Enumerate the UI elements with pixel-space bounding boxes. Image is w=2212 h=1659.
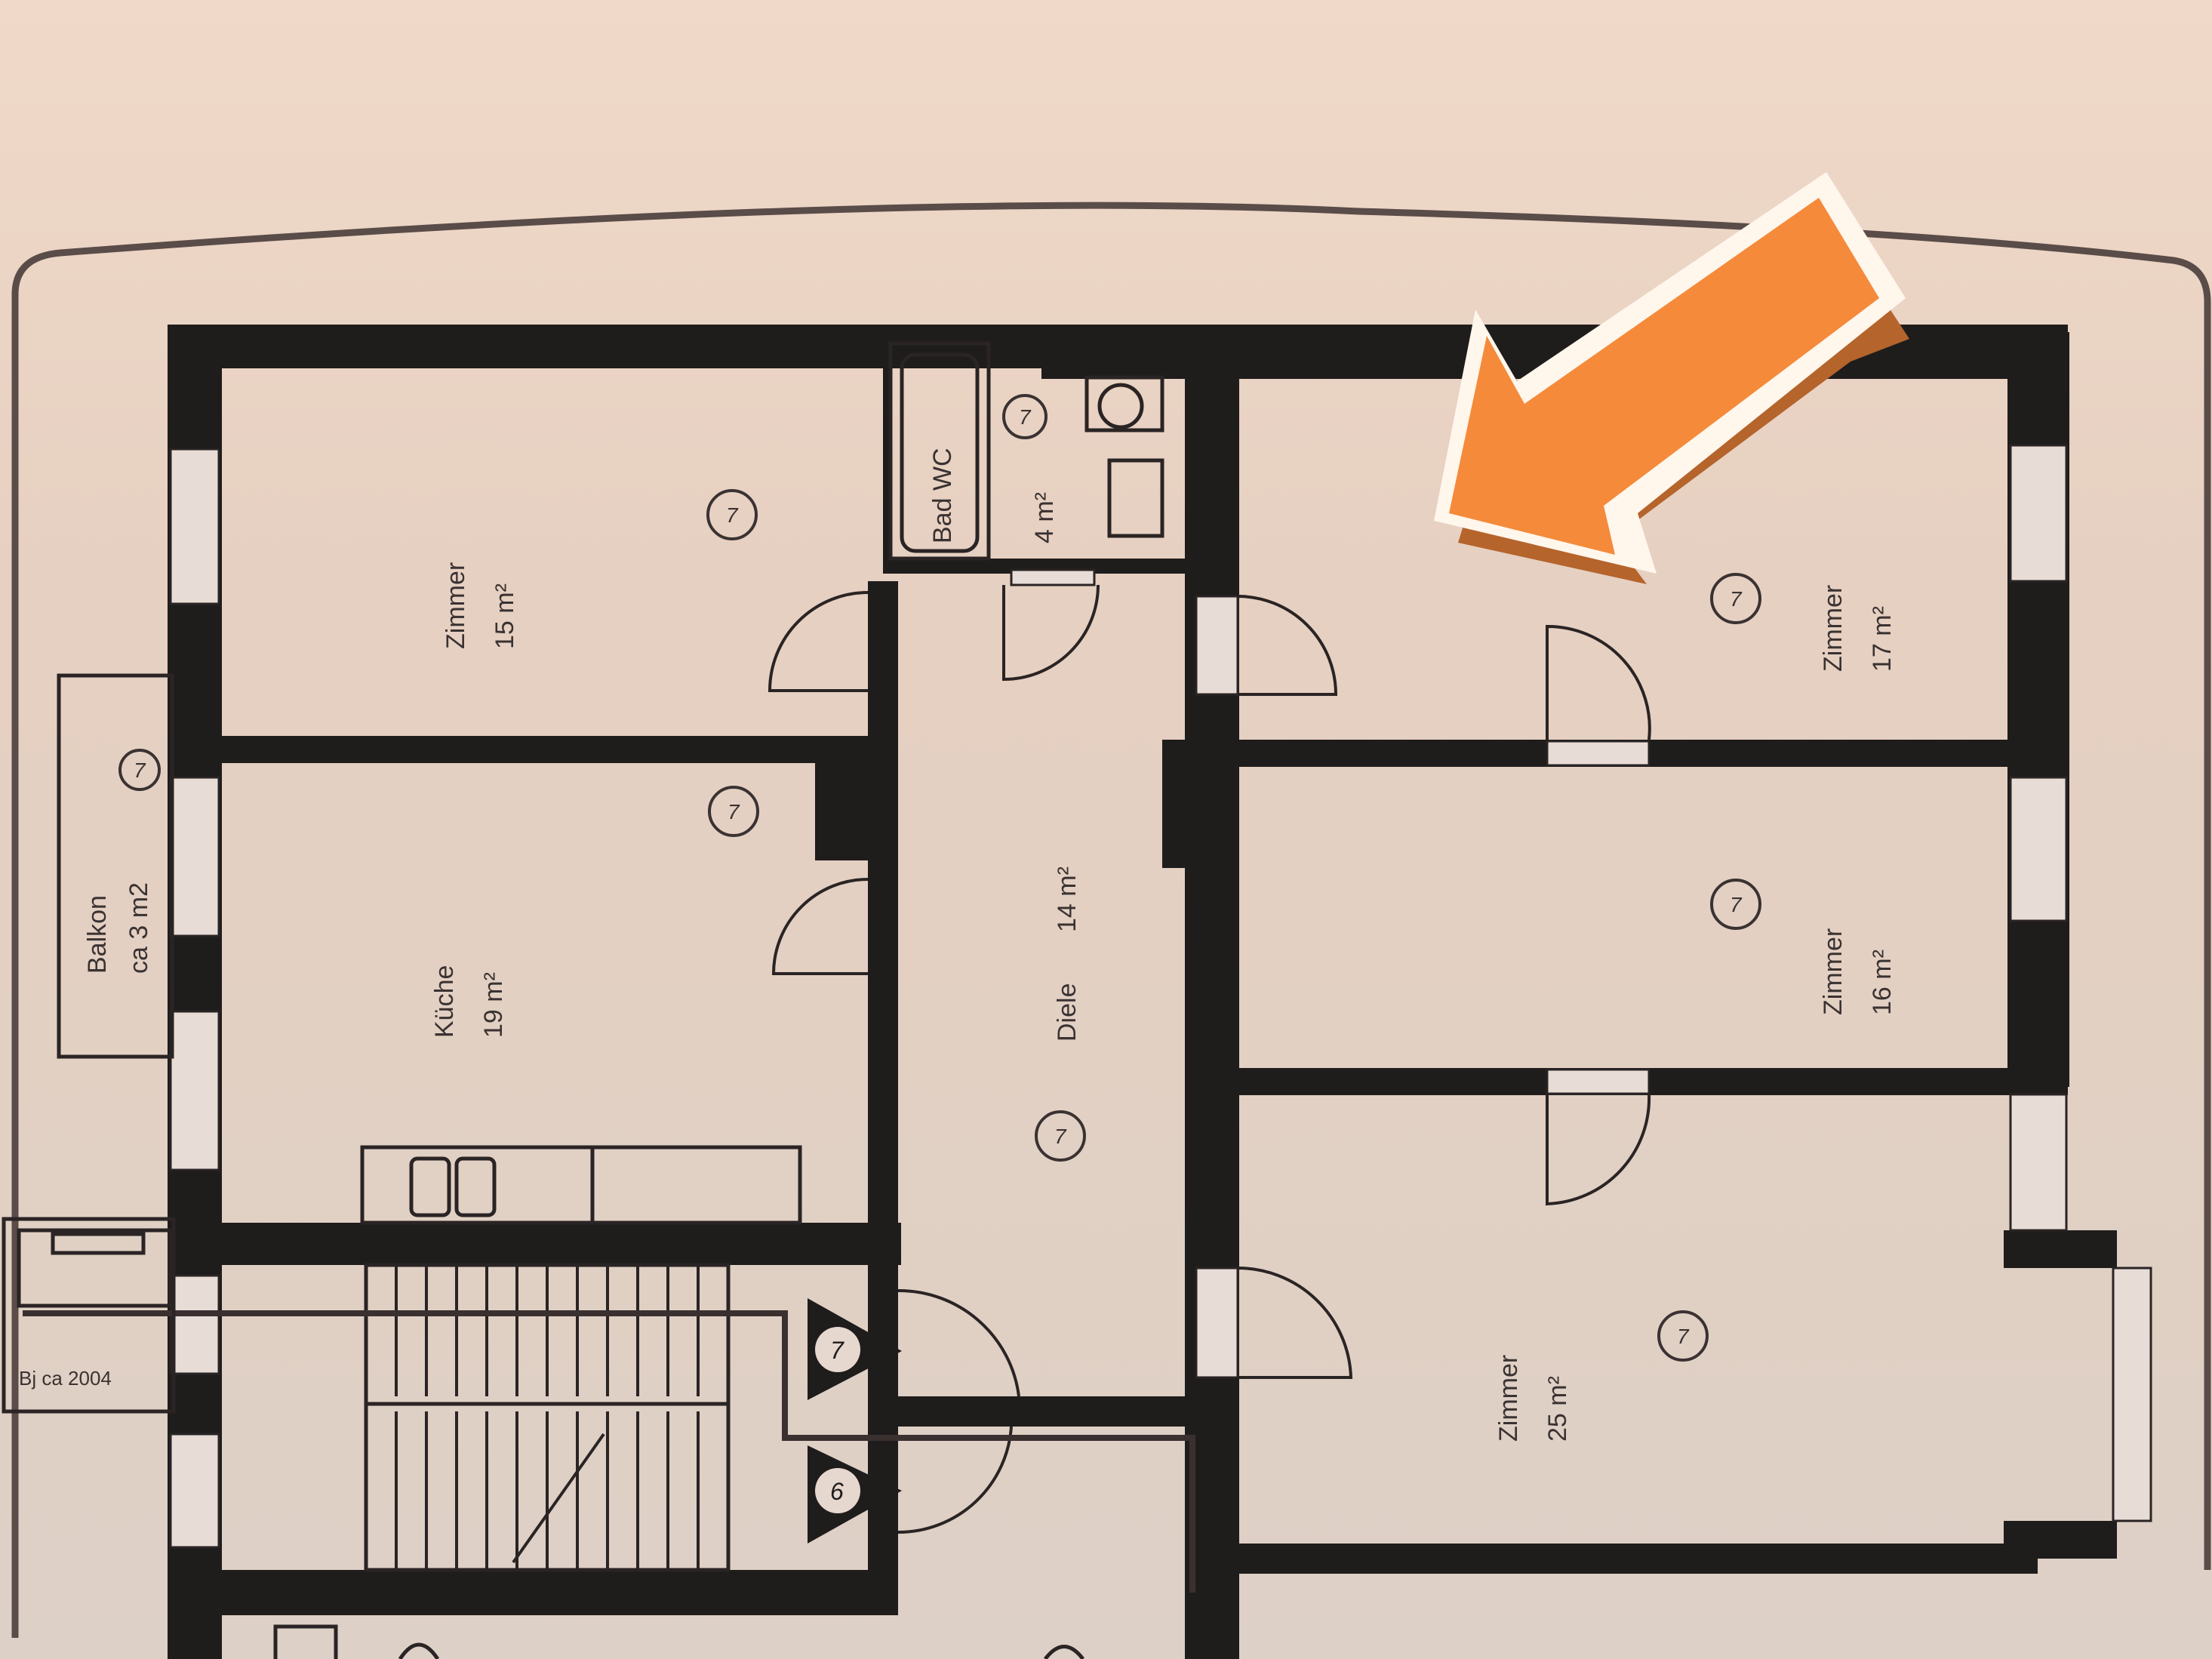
stair-marker-upper: 7 [808,1298,902,1400]
windows [169,444,2152,1549]
svg-text:Diele: Diele [1053,983,1081,1042]
svg-text:7: 7 [1019,405,1032,429]
svg-text:Bj ca 2004: Bj ca 2004 [19,1367,112,1390]
svg-text:14 m²: 14 m² [1053,866,1081,932]
room-zimmer-25: Zimmer 25 m² 7 [1494,1310,1709,1442]
annex-box: Bj ca 2004 [2,1217,176,1414]
svg-text:7: 7 [1730,893,1743,916]
svg-text:7: 7 [134,759,146,782]
room-diele: Diele 14 m² 7 [1035,866,1086,1162]
svg-text:19 m²: 19 m² [479,972,508,1038]
svg-text:Balkon: Balkon [83,895,112,974]
room-bad-wc: Bad WC 4 m² 7 [928,394,1059,543]
svg-text:Zimmer: Zimmer [1819,585,1847,672]
svg-text:ca 3 m2: ca 3 m2 [125,882,153,974]
room-kueche: Küche 19 m² 7 [430,786,759,1038]
svg-text:6: 6 [830,1478,844,1505]
stair-marker-lower: 6 [808,1445,902,1544]
staircase [23,1263,1195,1593]
svg-text:Küche: Küche [430,965,459,1038]
svg-text:7: 7 [728,800,740,823]
svg-text:7: 7 [1730,587,1743,611]
highlight-arrow-icon [1434,172,1909,584]
svg-text:7: 7 [830,1337,844,1364]
balcony: Balkon ca 3 m2 7 [57,673,174,1059]
svg-text:Bad WC: Bad WC [928,448,957,543]
svg-text:17 m²: 17 m² [1868,606,1897,672]
room-zimmer-15: Zimmer 15 m² 7 [441,489,758,649]
svg-text:Zimmer: Zimmer [441,562,470,649]
svg-text:16 m²: 16 m² [1868,950,1897,1015]
bathroom-fixtures [888,341,1164,586]
svg-text:4 m²: 4 m² [1030,492,1059,543]
property-outline [11,202,2211,1638]
room-zimmer-16: Zimmer 16 m² 7 [1710,879,1897,1015]
svg-text:25 m²: 25 m² [1543,1376,1572,1442]
svg-text:7: 7 [1054,1125,1067,1148]
svg-text:Zimmer: Zimmer [1494,1355,1523,1442]
svg-text:7: 7 [726,503,739,527]
doors [768,584,1651,1534]
room-zimmer-17: Zimmer 17 m² 7 [1710,573,1897,672]
svg-text:7: 7 [1677,1325,1690,1348]
kitchen-counter [360,1145,802,1225]
lower-floor-partial [273,1593,1239,1659]
svg-text:15 m²: 15 m² [491,583,519,649]
svg-text:Zimmer: Zimmer [1819,928,1847,1015]
